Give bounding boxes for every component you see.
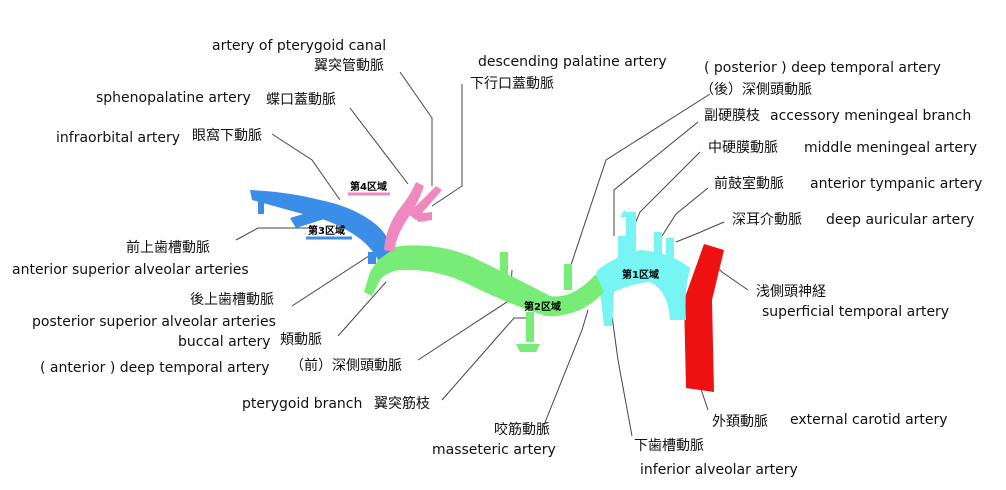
leader-lines: [235, 71, 749, 437]
label-buccal-jp: 頬動脈: [280, 332, 322, 348]
leader-ant-sup-alveolar: [235, 227, 310, 241]
leader-pterygoid-branch: [441, 317, 532, 401]
label-pterygoid-canal-jp: 翼突管動脈: [314, 58, 384, 74]
label-infraorbital-jp: 眼窩下動脈: [192, 128, 262, 144]
label-ant-tympanic-jp: 前鼓室動脈: [714, 176, 784, 192]
label-middle-meningeal-jp: 中硬膜動脈: [708, 140, 778, 156]
label-external-carotid-jp: 外頚動脈: [712, 414, 768, 430]
label-inf-alveolar-jp: 下歯槽動脈: [634, 438, 704, 454]
leader-inf-alveolar: [611, 315, 633, 437]
label-post-deep-temporal-jp: （後）深側頭動脈: [700, 82, 812, 98]
label-superficial-temporal-en: superficial temporal artery: [762, 304, 950, 320]
label-sphenopalatine-jp: 蝶口蓋動脈: [266, 92, 336, 108]
leader-middle-meningeal: [633, 151, 701, 227]
label-deep-auricular-en: deep auricular artery: [826, 212, 975, 228]
label-pterygoid-canal-en: artery of pterygoid canal: [212, 38, 387, 54]
label-masseteric-jp: 咬筋動脈: [494, 422, 550, 438]
label-deep-auricular-jp: 深耳介動脈: [732, 212, 802, 228]
label-ant-sup-alveolar-jp: 前上歯槽動脈: [126, 240, 210, 256]
leader-ant-tympanic: [661, 187, 709, 237]
zone4-shape: [384, 182, 442, 252]
label-pterygoid-branch-en: pterygoid branch: [242, 396, 363, 412]
label-ant-tympanic-en: anterior tympanic artery: [810, 176, 983, 192]
label-sphenopalatine-en: sphenopalatine artery: [96, 90, 251, 106]
label-external-carotid-en: external carotid artery: [790, 412, 948, 428]
label-buccal-en: buccal artery: [178, 334, 271, 350]
leader-post-deep-temporal: [569, 93, 711, 269]
zone3-label: 第3区域: [308, 226, 345, 237]
zone3-shape: [250, 190, 392, 264]
leader-deep-auricular: [675, 221, 725, 243]
leader-buccal: [337, 281, 387, 337]
external-carotid-shape: [684, 244, 724, 392]
leader-infraorbital: [271, 133, 341, 201]
label-ant-deep-temporal-jp: （前）深側頭動脈: [290, 358, 402, 374]
label-pterygoid-branch-jp: 翼突筋枝: [374, 396, 430, 412]
leader-sphenopalatine: [349, 107, 409, 185]
label-post-sup-alveolar-en: posterior superior alveolar arteries: [32, 314, 276, 330]
label-ant-sup-alveolar-en: anterior superior alveolar arteries: [12, 262, 249, 278]
label-post-deep-temporal-en: ( posterior ) deep temporal artery: [704, 60, 941, 76]
label-post-sup-alveolar-jp: 後上歯槽動脈: [190, 292, 274, 308]
label-descending-palatine-jp: 下行口蓋動脈: [470, 76, 554, 92]
label-inf-alveolar-en: inferior alveolar artery: [640, 462, 798, 478]
label-accessory-meningeal-en: accessory meningeal branch: [770, 108, 972, 124]
zone1-shape: [596, 210, 690, 326]
label-superficial-temporal-jp: 浅側頭神経: [756, 284, 826, 300]
zone4-label: 第4区域: [350, 182, 387, 193]
label-middle-meningeal-en: middle meningeal artery: [804, 140, 978, 156]
leader-pterygoid-canal: [399, 71, 433, 186]
leader-post-sup-alveolar: [291, 253, 373, 307]
leader-masseteric: [541, 309, 589, 431]
label-descending-palatine-en: descending palatine artery: [478, 54, 667, 70]
zone2-shape: [364, 245, 604, 352]
label-masseteric-en: masseteric artery: [432, 442, 556, 458]
leader-accessory-meningeal: [613, 121, 699, 236]
leader-descending-palatine: [431, 84, 463, 207]
label-infraorbital-en: infraorbital artery: [56, 130, 181, 146]
zone1-label: 第1区域: [622, 270, 659, 281]
label-accessory-meningeal-jp: 副硬膜枝: [704, 108, 760, 124]
label-ant-deep-temporal-en: ( anterior ) deep temporal artery: [40, 360, 270, 376]
zone2-label: 第2区域: [524, 302, 561, 313]
